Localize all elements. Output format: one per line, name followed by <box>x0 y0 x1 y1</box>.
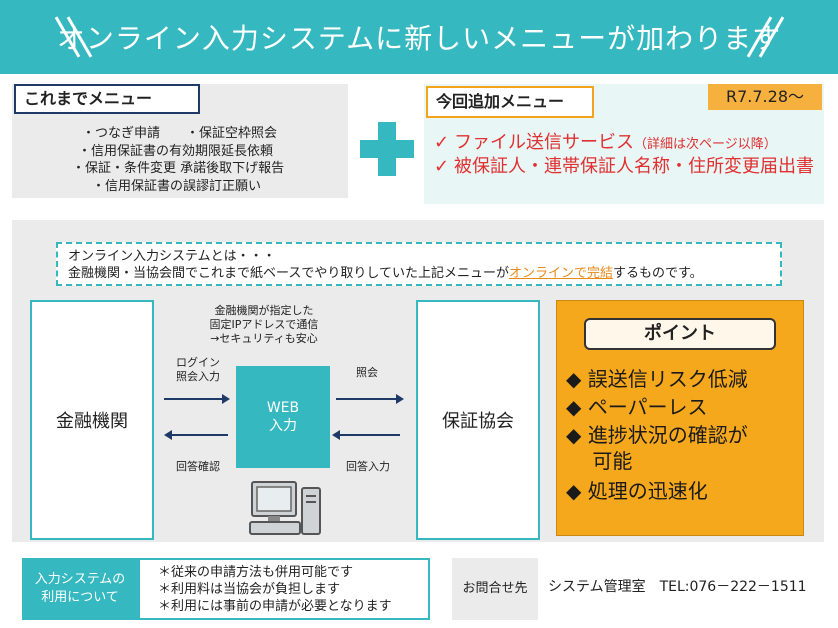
note-line: 金融機関が指定した <box>214 304 314 317</box>
old-menu-label: これまでメニュー <box>14 84 200 114</box>
note-line: →セキュリティも安心 <box>210 332 318 345</box>
arrow-right-icon <box>336 394 404 404</box>
checkmark-icon: ✓ <box>434 156 450 177</box>
ip-security-note: 金融機関が指定した 固定IPアドレスで通信 →セキュリティも安心 <box>184 304 344 346</box>
usage-notes: ＊従来の申請方法も併用可能です ＊利用料は当協会が負担します ＊利用には事前の申… <box>138 558 430 620</box>
description-text: 金融機関・当協会間でこれまで紙ベースでやり取りしていた上記メニューが <box>68 266 509 281</box>
points-label: ポイント <box>584 318 776 350</box>
usage-note: ＊従来の申請方法も併用可能です <box>158 565 354 580</box>
web-input-node: WEB 入力 <box>236 366 330 468</box>
description-line2: 金融機関・当協会間でこれまで紙ベースでやり取りしていた上記メニューがオンラインで… <box>68 265 770 282</box>
new-menu-item-text: 被保証人・連帯保証人名称・住所変更届出書 <box>454 156 814 177</box>
contact-label: お問合せ先 <box>452 558 538 620</box>
usage-note: ＊利用料は当協会が負担します <box>158 582 341 597</box>
usage-label: 入力システムの 利用について <box>22 558 138 620</box>
new-menu-item: ✓被保証人・連帯保証人名称・住所変更届出書 <box>434 152 814 178</box>
usage-note: ＊利用には事前の申請が必要となります <box>158 599 392 614</box>
note-line: ログイン <box>176 356 220 369</box>
old-menu-item: ・つなぎ申請 ・保証空枠照会 <box>82 126 278 141</box>
description-text-end: するものです。 <box>612 266 703 281</box>
page-title: オンライン入力システムに新しいメニューが加わります <box>56 22 782 55</box>
new-menu-item-text: ファイル送信サービス <box>454 132 634 153</box>
point-item: ◆ 誤送信リスク低減 <box>566 367 748 391</box>
point-item-continued: 可能 <box>566 449 633 473</box>
system-description: オンライン入力システムとは・・・ 金融機関・当協会間でこれまで紙ベースでやり取り… <box>56 242 782 286</box>
point-item: ◆ 処理の迅速化 <box>566 479 708 503</box>
arrow-left-icon <box>332 430 400 440</box>
new-menu-item: ✓ファイル送信サービス（詳細は次ページ以降） <box>434 128 777 154</box>
arrow-left-icon <box>164 430 228 440</box>
old-menu-item: ・信用保証書の有効期限延長依頼 <box>78 144 274 159</box>
description-line1: オンライン入力システムとは・・・ <box>68 249 276 264</box>
description-highlight: オンラインで完結 <box>508 266 613 281</box>
login-note: ログイン 照会入力 <box>166 356 230 384</box>
new-menu-label: 今回追加メニュー <box>426 86 594 118</box>
usage-label-line: 入力システムの <box>34 572 126 587</box>
arrow-right-icon <box>164 394 230 404</box>
header-banner: オンライン入力システムに新しいメニューが加わります <box>0 0 838 74</box>
old-menu-item: ・保証・条件変更 承諾後取下げ報告 <box>72 161 285 176</box>
financial-institution-node: 金融機関 <box>30 300 154 540</box>
note-line: 固定IPアドレスで通信 <box>209 318 319 331</box>
reply-input-note: 回答入力 <box>346 460 390 473</box>
new-menu-item-note: （詳細は次ページ以降） <box>634 137 777 152</box>
web-label-sub: 入力 <box>269 418 297 434</box>
date-badge: R7.7.28～ <box>708 84 822 110</box>
old-menu-item: ・信用保証書の誤謬訂正願い <box>92 179 262 194</box>
point-item: ◆ 進捗状況の確認が <box>566 423 748 447</box>
checkmark-icon: ✓ <box>434 132 450 153</box>
plus-icon-vertical <box>378 122 396 176</box>
computer-icon <box>249 481 321 535</box>
reply-confirm-note: 回答確認 <box>176 460 220 473</box>
contact-info: システム管理室 TEL:076－222－1511 <box>548 579 807 595</box>
usage-label-line: 利用について <box>41 590 119 605</box>
note-line: 照会入力 <box>176 370 220 383</box>
guarantee-association-node: 保証協会 <box>416 300 540 540</box>
point-item: ◆ ペーパーレス <box>566 395 708 419</box>
inquiry-note: 照会 <box>356 366 378 379</box>
web-label: WEB <box>266 400 300 416</box>
